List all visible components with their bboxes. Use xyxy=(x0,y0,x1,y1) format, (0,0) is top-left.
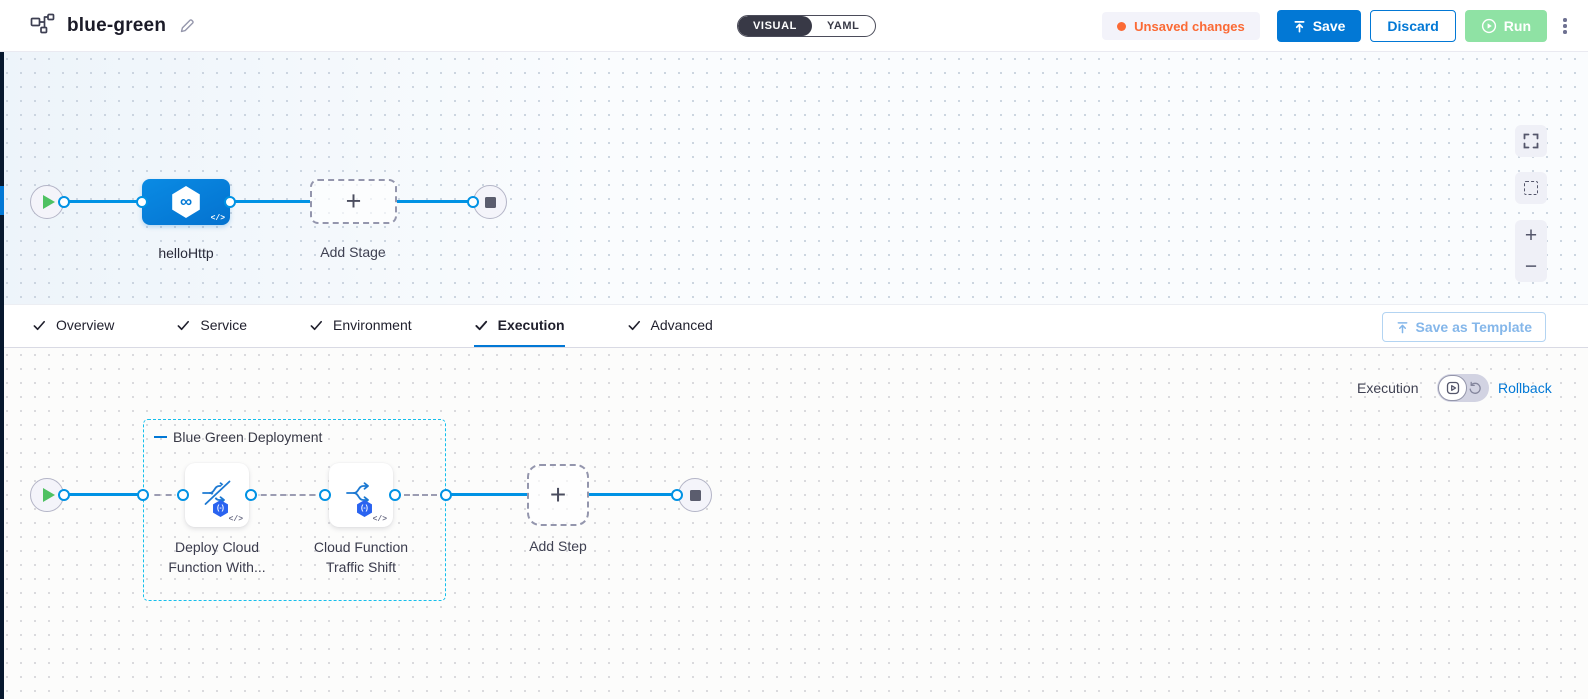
connector-port[interactable] xyxy=(440,489,452,501)
tab-environment[interactable]: Environment xyxy=(309,305,412,347)
add-step-label: Add Step xyxy=(529,538,587,554)
add-stage-label: Add Stage xyxy=(320,244,386,260)
connector-port[interactable] xyxy=(137,489,149,501)
header: blue-green VISUAL YAML Unsaved changes S… xyxy=(0,0,1588,52)
save-icon xyxy=(1294,20,1305,32)
plus-icon: + xyxy=(549,479,567,510)
tab-execution[interactable]: Execution xyxy=(473,305,565,347)
check-icon xyxy=(33,320,45,330)
execution-canvas[interactable] xyxy=(0,348,1588,699)
connector-port[interactable] xyxy=(224,196,236,208)
pipeline-edge-dashed xyxy=(143,494,183,496)
tab-service[interactable]: Service xyxy=(176,305,247,347)
serverless-stage-icon: ∞ xyxy=(172,186,200,218)
cloud-functions-badge-icon: (-) xyxy=(213,500,228,517)
stage-config-tabs: Overview Service Environment Execution A… xyxy=(0,304,1588,348)
check-icon xyxy=(310,320,323,330)
pipeline-edge xyxy=(589,493,677,496)
execution-mode-label: Execution xyxy=(1357,380,1419,396)
fullscreen-icon xyxy=(1523,133,1539,149)
connector-port[interactable] xyxy=(319,489,331,501)
nav-edge-active-indicator xyxy=(0,186,4,215)
unsaved-dot-icon xyxy=(1117,21,1127,31)
zoom-out-button[interactable]: − xyxy=(1524,254,1538,278)
marquee-select-icon xyxy=(1524,181,1538,195)
cloud-functions-badge-icon: (-) xyxy=(357,500,372,517)
connector-port[interactable] xyxy=(136,196,148,208)
check-icon xyxy=(177,320,190,330)
stop-icon xyxy=(484,196,496,208)
pipeline-edge xyxy=(446,493,527,496)
play-icon xyxy=(43,195,55,209)
code-icon: </> xyxy=(372,515,387,524)
pipeline-edge-dashed xyxy=(251,494,325,496)
step-group-blue-green-deployment[interactable]: Blue Green Deployment xyxy=(143,419,446,601)
toggle-rollback-option[interactable] xyxy=(1465,374,1485,402)
step-node-deploy-cloud-function[interactable]: (-) </> xyxy=(185,463,249,527)
pipeline-edge-dashed xyxy=(395,494,446,496)
add-stage-button[interactable]: + xyxy=(310,179,397,224)
stop-icon xyxy=(689,489,701,501)
visual-yaml-toggle: VISUAL YAML xyxy=(737,15,876,37)
pipeline-edge xyxy=(397,200,473,203)
header-left: blue-green xyxy=(30,0,196,52)
nav-edge-strip xyxy=(0,52,4,699)
save-as-template-button[interactable]: Save as Template xyxy=(1381,312,1546,342)
save-button[interactable]: Save xyxy=(1276,10,1362,42)
execution-play-icon xyxy=(1446,381,1459,395)
fullscreen-button[interactable] xyxy=(1515,125,1547,157)
check-icon xyxy=(475,320,487,330)
pipeline-edge xyxy=(64,493,143,496)
upload-icon xyxy=(1397,321,1407,333)
stage-node-hellohttp[interactable]: ∞ </> xyxy=(142,179,230,225)
step-node-traffic-shift[interactable]: (-) </> xyxy=(329,463,393,527)
discard-button[interactable]: Discard xyxy=(1370,10,1456,42)
group-collapse-dash-icon[interactable] xyxy=(154,435,167,439)
rollback-link[interactable]: Rollback xyxy=(1498,380,1552,396)
execution-rollback-toggle[interactable] xyxy=(1437,374,1489,402)
tab-advanced[interactable]: Advanced xyxy=(627,305,713,347)
stage-canvas[interactable] xyxy=(0,52,1588,304)
code-icon: </> xyxy=(210,214,225,223)
zoom-in-button[interactable]: + xyxy=(1524,223,1538,247)
pipeline-edge xyxy=(64,200,142,203)
plus-icon: + xyxy=(345,186,362,216)
connector-port[interactable] xyxy=(671,489,683,501)
pipeline-edge xyxy=(230,200,310,203)
select-region-button[interactable] xyxy=(1515,172,1547,204)
header-actions: Unsaved changes Save Discard Run xyxy=(1102,0,1574,52)
toggle-yaml[interactable]: YAML xyxy=(826,20,860,32)
connector-port[interactable] xyxy=(389,489,401,501)
execution-end-node[interactable] xyxy=(678,478,712,512)
step-group-label: Blue Green Deployment xyxy=(154,429,322,445)
check-icon xyxy=(628,320,640,330)
connector-port[interactable] xyxy=(58,489,70,501)
toggle-visual[interactable]: VISUAL xyxy=(738,16,812,36)
step-label: Deploy Cloud Function With... xyxy=(168,539,266,575)
tab-overview[interactable]: Overview xyxy=(32,305,114,347)
stage-name-label: helloHttp xyxy=(158,245,214,261)
rollback-icon xyxy=(1469,381,1481,394)
step-label: Cloud Function Traffic Shift xyxy=(313,539,409,575)
toggle-execution-option[interactable] xyxy=(1438,375,1467,401)
connector-port[interactable] xyxy=(467,196,479,208)
pipeline-icon xyxy=(30,13,55,40)
zoom-controls: + − xyxy=(1515,220,1547,282)
traffic-shift-slash-icon xyxy=(202,479,232,507)
play-icon xyxy=(43,488,55,502)
edit-name-button[interactable] xyxy=(178,17,196,35)
connector-port[interactable] xyxy=(177,489,189,501)
connector-port[interactable] xyxy=(245,489,257,501)
page-title: blue-green xyxy=(67,15,167,36)
run-button[interactable]: Run xyxy=(1464,10,1547,42)
more-options-menu[interactable] xyxy=(1556,10,1574,42)
code-icon: </> xyxy=(228,515,243,524)
add-step-button[interactable]: + xyxy=(527,464,589,526)
unsaved-changes-badge: Unsaved changes xyxy=(1102,12,1260,40)
run-icon xyxy=(1481,18,1496,34)
connector-port[interactable] xyxy=(58,196,70,208)
pencil-icon xyxy=(180,19,194,33)
